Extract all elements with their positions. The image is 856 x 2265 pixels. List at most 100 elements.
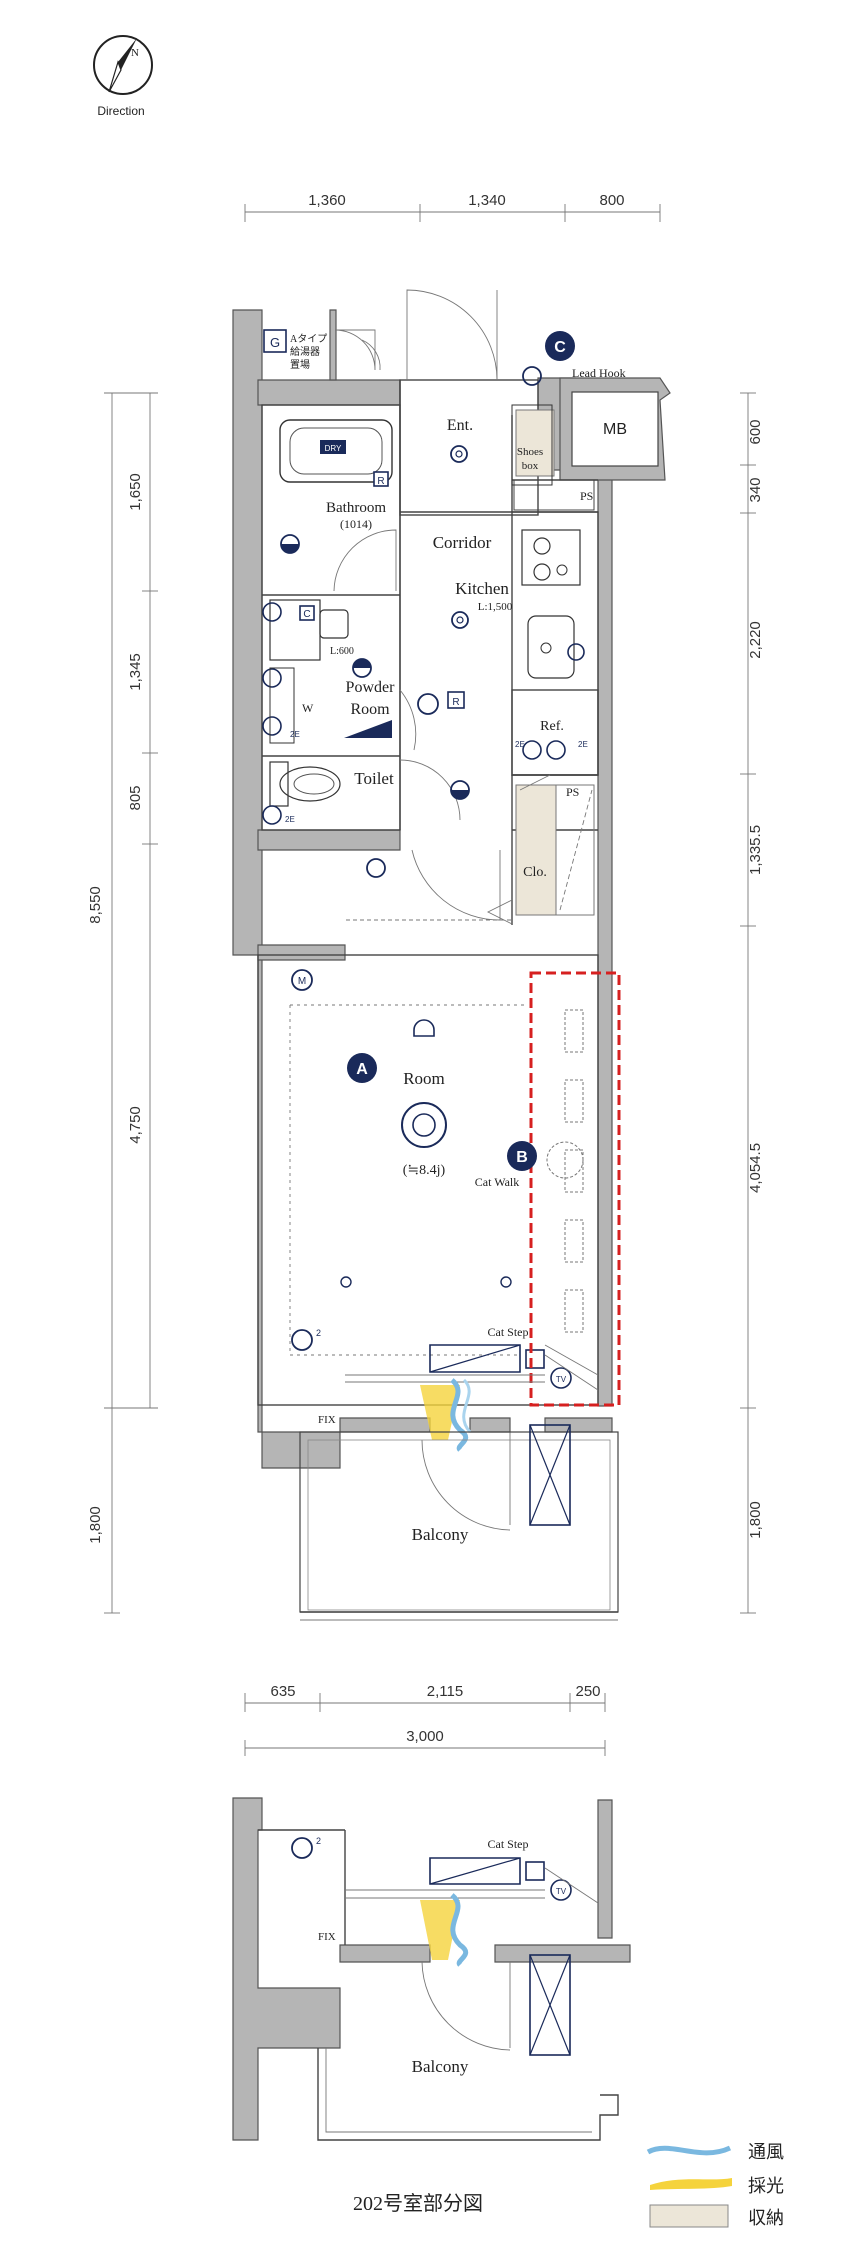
label-ps-top: PS xyxy=(580,489,593,503)
label-powder-2: Room xyxy=(350,701,390,718)
legend-storage-swatch xyxy=(649,2204,729,2228)
label-water-heater-line3: 置場 xyxy=(290,358,310,371)
dim-left-3: 805 xyxy=(127,785,144,810)
svg-text:2: 2 xyxy=(316,1328,321,1338)
dim-right-2: 340 xyxy=(747,477,764,502)
svg-text:M: M xyxy=(298,976,306,987)
label-powder-1: Powder xyxy=(346,679,396,696)
label-water-heater-line2: 給湯器 xyxy=(290,345,320,358)
partial-label-fix: FIX xyxy=(318,1931,336,1943)
legend-storage-label: 収納 xyxy=(748,2208,784,2228)
dim-left-total: 8,550 xyxy=(87,886,104,924)
svg-text:C: C xyxy=(303,609,310,620)
partial-label-balcony: Balcony xyxy=(412,2057,469,2076)
partial-label-cat-step: Cat Step xyxy=(488,1837,529,1851)
legend-light-label: 採光 xyxy=(748,2176,784,2196)
label-toilet: Toilet xyxy=(354,769,394,788)
svg-text:TV: TV xyxy=(556,1887,567,1896)
dim-left-5: 1,800 xyxy=(87,1506,104,1544)
svg-text:TV: TV xyxy=(556,1375,567,1384)
toilet-fixture: 2E xyxy=(262,761,341,825)
dim-left-1: 1,650 xyxy=(127,473,144,511)
compass-icon: N xyxy=(93,35,153,95)
legend-ventilation-swatch xyxy=(646,2145,732,2156)
legend xyxy=(646,2145,732,2228)
svg-text:2E: 2E xyxy=(285,815,295,824)
svg-text:R: R xyxy=(377,476,384,487)
doors xyxy=(333,289,513,1531)
mb-label: MB xyxy=(603,421,627,438)
badge-b: B xyxy=(507,1141,537,1171)
label-bathroom-size: (1014) xyxy=(340,517,372,531)
dim-left-2: 1,345 xyxy=(127,653,144,691)
entrance-fixtures: G xyxy=(263,329,553,486)
dim-right-6: 1,800 xyxy=(747,1501,764,1539)
label-shoes-box-1: Shoes xyxy=(517,446,543,458)
svg-text:R: R xyxy=(452,697,459,708)
label-corridor: Corridor xyxy=(433,533,492,552)
dim-bottom-2: 2,115 xyxy=(427,1683,463,1700)
legend-ventilation-label: 通風 xyxy=(748,2142,784,2162)
dim-right-1: 600 xyxy=(747,419,764,444)
storage-areas xyxy=(515,409,595,916)
svg-text:B: B xyxy=(516,1149,528,1166)
powder-fixtures: C 2E xyxy=(262,599,392,744)
legend-light-swatch xyxy=(650,2178,732,2190)
label-l600: L:600 xyxy=(330,646,354,657)
bottom-dimension-lines xyxy=(244,1693,606,1756)
dim-top-2: 1,340 xyxy=(468,192,506,209)
svg-text:A: A xyxy=(356,1061,368,1078)
label-cat-walk: Cat Walk xyxy=(475,1175,519,1189)
svg-text:2E: 2E xyxy=(290,730,300,739)
label-room: Room xyxy=(403,1069,445,1088)
meter-box: MB xyxy=(559,377,671,481)
label-balcony: Balcony xyxy=(412,1525,469,1544)
dim-top-3: 800 xyxy=(599,192,624,209)
right-dimension-lines xyxy=(740,392,756,1614)
svg-text:N: N xyxy=(131,47,139,59)
badge-c: C xyxy=(545,331,575,361)
label-bathroom: Bathroom xyxy=(326,500,386,516)
top-dimension-lines xyxy=(244,204,661,222)
window-and-light xyxy=(345,1374,545,1452)
dim-right-3: 2,220 xyxy=(747,621,764,659)
cat-walk-shelves xyxy=(546,1009,584,1333)
label-cat-step: Cat Step xyxy=(488,1325,529,1339)
bath-fixtures: DRY R xyxy=(279,419,468,554)
svg-text:G: G xyxy=(270,335,280,350)
svg-text:2E: 2E xyxy=(515,740,525,749)
label-lead-hook: Lead Hook xyxy=(572,366,626,380)
cat-walk-highlight xyxy=(529,971,621,1407)
svg-text:DRY: DRY xyxy=(325,444,342,453)
dim-right-5: 4,054.5 xyxy=(747,1143,764,1193)
svg-text:2E: 2E xyxy=(578,740,588,749)
balcony xyxy=(299,1424,619,1621)
label-clo: Clo. xyxy=(523,865,547,880)
label-ref: Ref. xyxy=(540,719,564,734)
label-shoes-box-2: box xyxy=(522,460,539,472)
dim-bottom-3: 250 xyxy=(575,1683,600,1700)
dim-bottom-1: 635 xyxy=(270,1683,295,1700)
svg-text:C: C xyxy=(554,339,566,356)
left-dimension-lines xyxy=(104,392,158,1614)
compass-label: Direction xyxy=(97,104,144,118)
kitchen-fixtures: R 2E 2E xyxy=(417,479,595,800)
dim-top-1: 1,360 xyxy=(308,192,346,209)
label-w: W xyxy=(302,701,314,715)
label-ps-mid: PS xyxy=(566,785,579,799)
label-kitchen-size: L:1,500 xyxy=(478,601,513,613)
label-kitchen: Kitchen xyxy=(455,579,509,598)
dim-left-4: 4,750 xyxy=(127,1106,144,1144)
partial-plan-caption: 202号室部分図 xyxy=(353,2192,483,2215)
label-water-heater-line1: Aタイプ xyxy=(290,333,327,345)
partial-plan-202: 2 TV xyxy=(232,1797,631,2141)
dim-bottom-total: 3,000 xyxy=(406,1728,444,1745)
dim-right-4: 1,335.5 xyxy=(747,825,764,875)
badge-a: A xyxy=(347,1053,377,1083)
label-fix: FIX xyxy=(318,1414,336,1426)
svg-text:2: 2 xyxy=(316,1836,321,1846)
label-room-area: (≒8.4j) xyxy=(403,1163,446,1178)
label-ent: Ent. xyxy=(447,417,473,434)
